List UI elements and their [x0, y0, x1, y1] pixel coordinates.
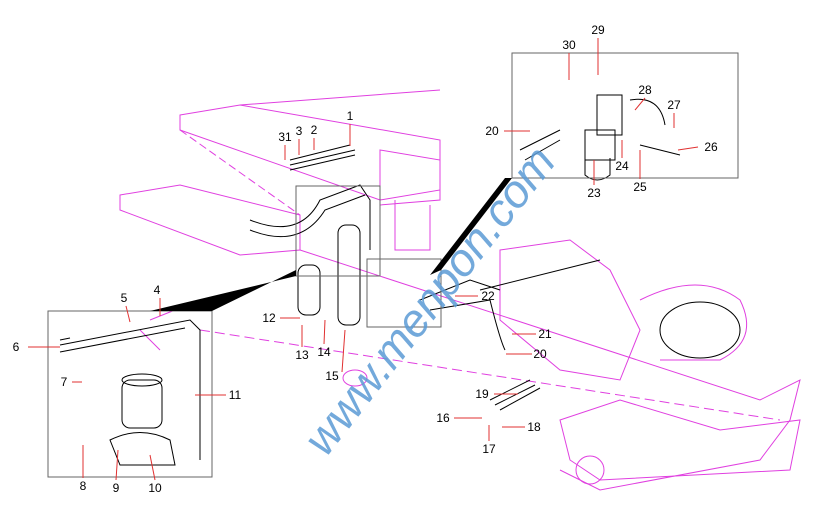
callout-label-19: 19 [475, 387, 489, 401]
callout-label-22: 22 [481, 289, 495, 303]
callout-label-26: 26 [704, 140, 718, 154]
hydraulic-parts [249, 94, 681, 411]
callout-label-29: 29 [591, 23, 605, 37]
callout-leader-line [323, 319, 326, 345]
detail-insets [47, 52, 739, 478]
callout-label-7: 7 [61, 375, 68, 389]
callout-label-17: 17 [482, 442, 496, 456]
callout-leader-line [341, 329, 346, 373]
callout-label-9: 9 [113, 481, 120, 495]
callout-label-23: 23 [587, 186, 601, 200]
callout-label-24: 24 [615, 159, 629, 173]
callout-label-5: 5 [121, 291, 128, 305]
callout-label-20: 20 [485, 124, 499, 138]
callout-label-21: 21 [538, 327, 552, 341]
callout-label-6: 6 [13, 340, 20, 354]
callout-label-20: 20 [533, 347, 547, 361]
callout-label-1: 1 [347, 109, 354, 123]
callout-label-8: 8 [80, 479, 87, 493]
callout-label-4: 4 [154, 283, 161, 297]
callout-label-15: 15 [325, 369, 339, 383]
callout-label-16: 16 [436, 411, 450, 425]
left-inset-parts [59, 319, 201, 466]
callout-label-10: 10 [148, 481, 162, 495]
callout-label-28: 28 [638, 83, 652, 97]
callout-leader-line [677, 146, 699, 151]
callout-label-31: 31 [278, 130, 292, 144]
callout-leader-line [149, 454, 156, 481]
callout-leader-line [115, 449, 119, 481]
callout-label-18: 18 [527, 420, 541, 434]
callout-label-2: 2 [311, 123, 318, 137]
watermark: www.menpon.com [293, 136, 565, 464]
callout-label-25: 25 [633, 180, 647, 194]
callout-label-30: 30 [562, 38, 576, 52]
callout-label-13: 13 [295, 348, 309, 362]
callout-label-14: 14 [317, 345, 331, 359]
callout-label-12: 12 [262, 311, 276, 325]
callout-label-3: 3 [296, 124, 303, 138]
callout-label-27: 27 [667, 98, 681, 112]
callout-leader-line [125, 305, 131, 323]
callout-label-11: 11 [229, 388, 242, 402]
callout-leader-line [634, 97, 646, 111]
detail-pointer-wedges [150, 178, 512, 311]
